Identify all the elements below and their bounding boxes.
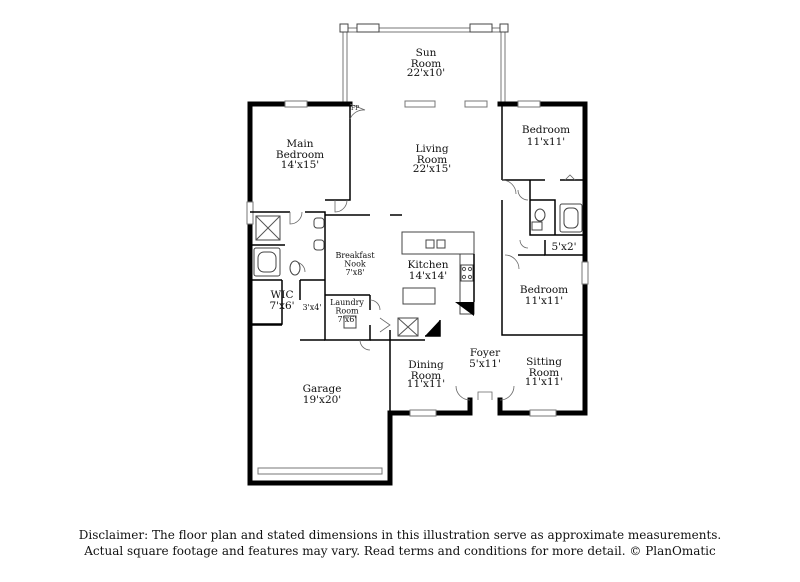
garage-name: Garage <box>303 383 342 395</box>
main-bedroom-dim: 14'x15' <box>281 159 319 171</box>
bedroom-1-name: Bedroom <box>522 124 570 136</box>
kitchen-name: Kitchen <box>407 259 448 271</box>
small-closet-dim: 3'x4' <box>302 303 321 312</box>
garage-dim: 19'x20' <box>303 394 341 406</box>
windows <box>246 100 589 475</box>
interior-walls <box>250 104 585 413</box>
doors <box>289 103 576 401</box>
sun-room-dim: 22'x10' <box>407 67 445 79</box>
bedroom-2-dim: 11'x11' <box>525 295 563 307</box>
bedroom-2-name: Bedroom <box>520 284 568 296</box>
disclaimer-line-2: Actual square footage and features may v… <box>84 544 716 558</box>
foyer-dim: 5'x11' <box>469 358 501 370</box>
wic-name: WIC <box>271 289 294 301</box>
breakfast-nook-dim: 7'x8' <box>345 268 364 277</box>
closet-dim: 5'x2' <box>551 241 576 253</box>
living-room-dim: 22'x15' <box>413 163 451 175</box>
sitting-room-dim: 11'x11' <box>525 376 563 388</box>
sun-room-walls <box>339 23 509 105</box>
laundry-room-dim: 7'x6' <box>337 315 356 324</box>
dining-room-dim: 11'x11' <box>407 378 445 390</box>
disclaimer-line-1: Disclaimer: The floor plan and stated di… <box>78 528 722 542</box>
disclaimer: Disclaimer: The floor plan and stated di… <box>0 527 800 559</box>
wic-dim: 7'x6' <box>269 300 294 312</box>
fixtures <box>253 203 583 337</box>
foyer-name: Foyer <box>470 347 501 359</box>
kitchen-dim: 14'x14' <box>409 270 447 282</box>
bedroom-1-dim: 11'x11' <box>527 136 565 148</box>
fireplace-label: FP <box>351 105 359 112</box>
